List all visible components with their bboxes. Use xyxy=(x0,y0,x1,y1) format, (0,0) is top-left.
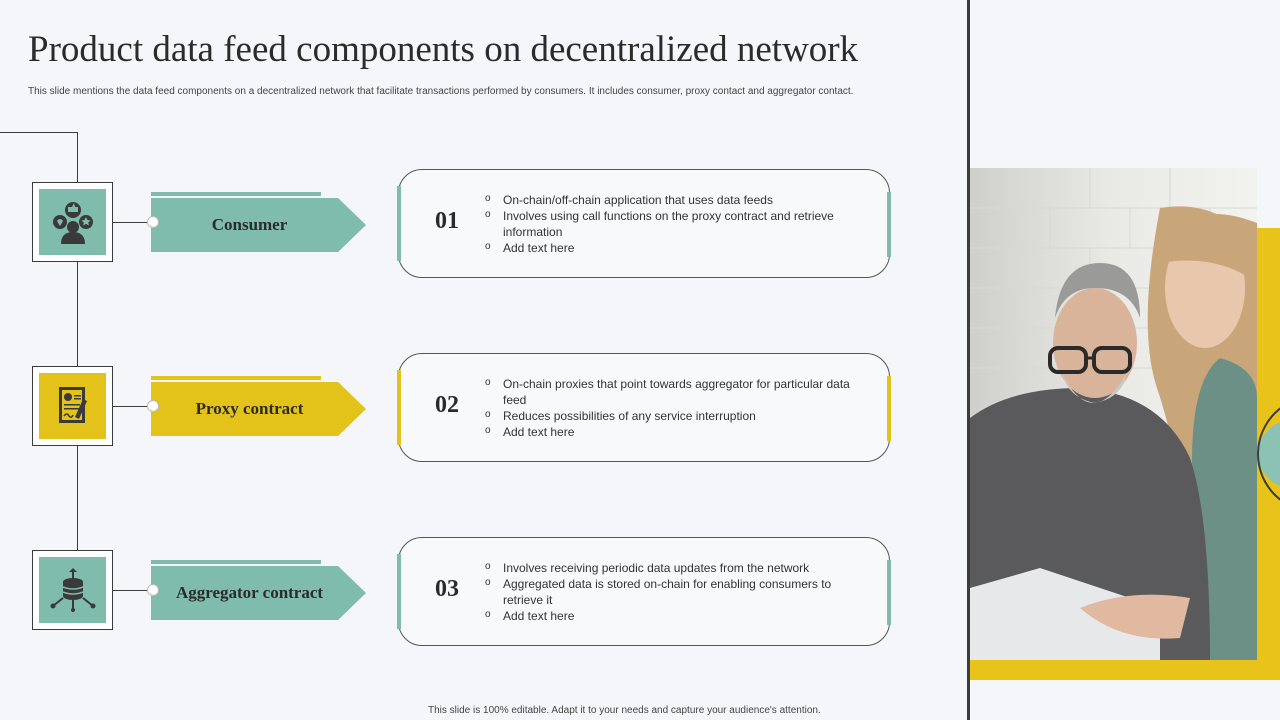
slide-subtitle: This slide mentions the data feed compon… xyxy=(28,86,854,97)
proxy-icon-box xyxy=(32,366,113,446)
connector-top xyxy=(0,132,78,133)
card-accent-right xyxy=(887,192,891,257)
list-item: Involves using call functions on the pro… xyxy=(485,207,855,240)
list-item: Add text here xyxy=(485,423,855,440)
database-network-icon xyxy=(39,557,106,623)
consumer-dot xyxy=(147,216,159,228)
people-at-laptop-photo xyxy=(970,168,1257,660)
bullet-list: Involves receiving periodic data updates… xyxy=(485,559,855,624)
consumer-tag: Consumer xyxy=(151,198,366,252)
card-number: 02 xyxy=(435,392,459,418)
slide-footer: This slide is 100% editable. Adapt it to… xyxy=(428,705,821,716)
card-accent-left xyxy=(397,186,401,261)
bullet-list: On-chain proxies that point towards aggr… xyxy=(485,375,855,440)
list-item: Involves receiving periodic data updates… xyxy=(485,559,855,576)
card-accent-left xyxy=(397,370,401,445)
card-number: 03 xyxy=(435,576,459,602)
aggregator-icon-box xyxy=(32,550,113,630)
list-item: On-chain/off-chain application that uses… xyxy=(485,191,855,208)
list-item: Reduces possibilities of any service int… xyxy=(485,407,855,424)
card-accent-right xyxy=(887,560,891,625)
aggregator-contract-card: 03 Involves receiving periodic data upda… xyxy=(397,537,891,646)
list-item: On-chain proxies that point towards aggr… xyxy=(485,375,855,408)
proxy-tag-strip xyxy=(151,376,321,380)
aggregator-dot xyxy=(147,584,159,596)
card-accent-right xyxy=(887,376,891,441)
aggregator-contract-tag: Aggregator contract xyxy=(151,566,366,620)
connector-aggregator xyxy=(113,590,151,591)
card-number: 01 xyxy=(435,208,459,234)
connector-consumer xyxy=(113,222,151,223)
list-item: Aggregated data is stored on-chain for e… xyxy=(485,575,855,608)
card-accent-left xyxy=(397,554,401,629)
connector-proxy xyxy=(113,406,151,407)
contract-document-icon xyxy=(39,373,106,439)
consumer-tag-strip xyxy=(151,192,321,196)
bullet-list: On-chain/off-chain application that uses… xyxy=(485,191,855,256)
proxy-dot xyxy=(147,400,159,412)
slide-title: Product data feed components on decentra… xyxy=(28,29,859,70)
list-item: Add text here xyxy=(485,607,855,624)
timeline-spine xyxy=(77,132,78,550)
list-item: Add text here xyxy=(485,239,855,256)
proxy-contract-card: 02 On-chain proxies that point towards a… xyxy=(397,353,891,462)
consumer-reviews-icon xyxy=(39,189,106,255)
vertical-divider xyxy=(967,0,970,720)
consumer-icon-box xyxy=(32,182,113,262)
aggregator-tag-strip xyxy=(151,560,321,564)
consumer-card: 01 On-chain/off-chain application that u… xyxy=(397,169,891,278)
proxy-contract-tag: Proxy contract xyxy=(151,382,366,436)
